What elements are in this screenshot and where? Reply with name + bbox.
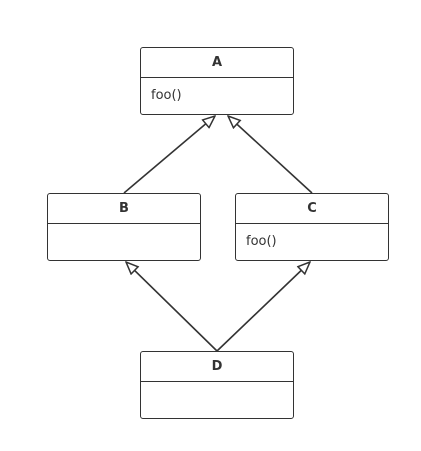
arrow-d-to-b: [126, 262, 218, 352]
arrow-d-to-c: [216, 262, 310, 352]
class-box-d: D: [140, 351, 294, 419]
class-box-a: A foo(): [140, 47, 294, 115]
class-members-c: foo(): [236, 224, 388, 259]
class-members-d: [141, 382, 293, 417]
class-box-c: C foo(): [235, 193, 389, 261]
class-box-b: B: [47, 193, 201, 261]
class-name-d: D: [141, 352, 293, 382]
class-name-b: B: [48, 194, 200, 224]
class-name-a: A: [141, 48, 293, 78]
class-members-a: foo(): [141, 78, 293, 113]
method-foo: foo(): [246, 234, 277, 249]
method-foo: foo(): [151, 88, 182, 103]
class-members-b: [48, 224, 200, 259]
class-name-c: C: [236, 194, 388, 224]
arrow-b-to-a: [123, 116, 215, 194]
arrow-c-to-a: [228, 116, 313, 194]
